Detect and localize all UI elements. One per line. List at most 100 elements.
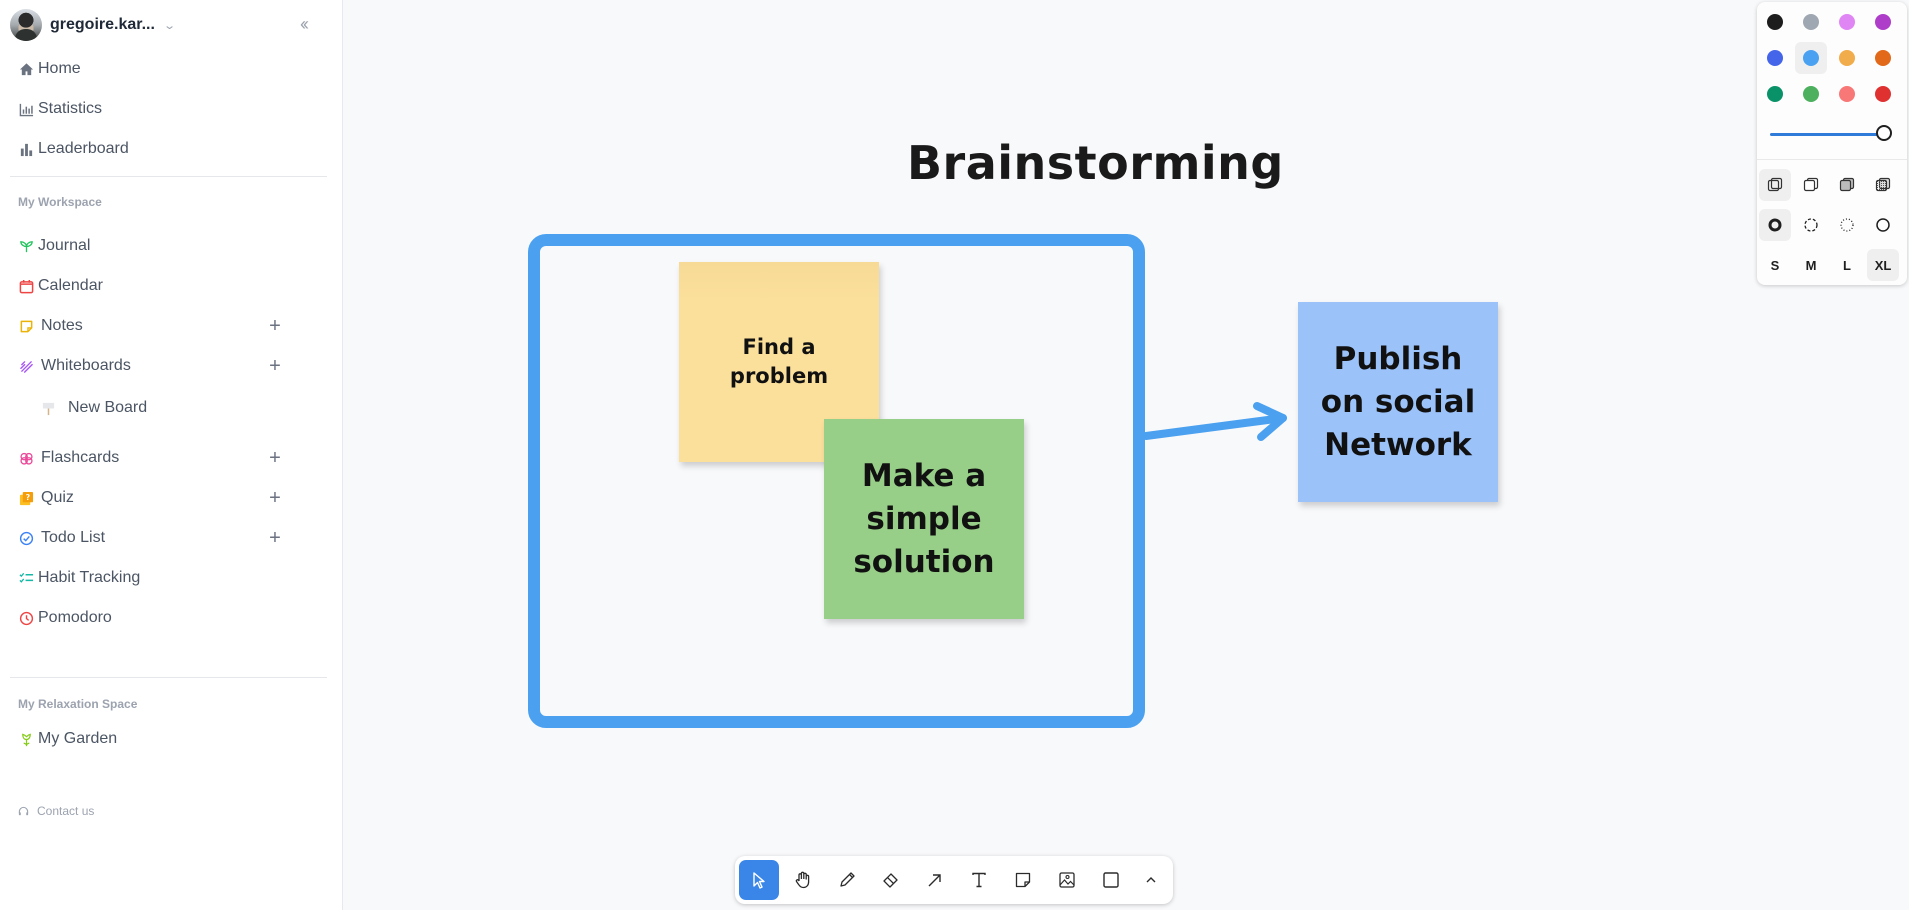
sidebar-item-quiz[interactable]: ? Quiz — [18, 486, 298, 510]
sidebar-item-flashcards[interactable]: Flashcards — [18, 446, 298, 470]
color-yellow[interactable] — [1831, 42, 1863, 74]
color-swatch — [1875, 50, 1891, 66]
sidebar-item-label: Calendar — [38, 277, 103, 294]
fill-none-option[interactable] — [1759, 169, 1791, 201]
tool-more[interactable] — [1131, 860, 1171, 900]
home-icon — [18, 61, 34, 77]
tool-rectangle[interactable] — [1091, 860, 1131, 900]
sidebar-item-pomodoro[interactable]: Pomodoro — [18, 606, 298, 630]
style-panel: S M L XL — [1757, 2, 1907, 285]
opacity-slider[interactable] — [1770, 133, 1878, 136]
tool-eraser[interactable] — [871, 860, 911, 900]
color-light-violet[interactable] — [1831, 6, 1863, 38]
color-light-red[interactable] — [1831, 78, 1863, 110]
sidebar-item-habit-tracking[interactable]: Habit Tracking — [18, 566, 298, 590]
cursor-icon — [753, 872, 765, 889]
svg-text:?: ? — [25, 492, 29, 501]
sidebar-item-label: Todo List — [41, 529, 106, 546]
headset-icon — [18, 806, 29, 817]
dash-solid-option[interactable] — [1867, 209, 1899, 241]
user-profile-menu[interactable]: gregoire.kar... ⌄ — [10, 9, 176, 41]
sidebar-item-journal[interactable]: Journal — [18, 234, 298, 258]
sidebar: gregoire.kar... ⌄ ‹‹ Home Statistics Lea… — [0, 0, 343, 910]
collapse-sidebar-button[interactable]: ‹‹ — [300, 14, 309, 34]
color-light-blue[interactable] — [1795, 42, 1827, 74]
tool-draw[interactable] — [827, 860, 867, 900]
color-orange[interactable] — [1867, 42, 1899, 74]
fill-solid-option[interactable] — [1831, 169, 1863, 201]
fill-semi-option[interactable] — [1795, 169, 1827, 201]
leaderboard-icon — [18, 141, 34, 157]
sidebar-item-my-garden[interactable]: My Garden — [18, 727, 298, 751]
size-s-option[interactable]: S — [1770, 257, 1780, 273]
frame-shape[interactable] — [528, 234, 1145, 728]
sticky-note-publish[interactable]: Publish on social Network — [1298, 302, 1498, 502]
sidebar-item-whiteboards[interactable]: Whiteboards — [18, 354, 298, 378]
add-quiz-button[interactable]: + — [269, 487, 281, 509]
arrow-icon — [928, 874, 941, 887]
color-black[interactable] — [1759, 6, 1791, 38]
sticky-note-simple-solution[interactable]: Make a simple solution — [824, 419, 1024, 619]
brain-icon — [18, 450, 34, 466]
add-whiteboard-button[interactable]: + — [269, 355, 281, 377]
contact-us-link[interactable]: Contact us — [18, 804, 94, 818]
color-swatch — [1839, 14, 1855, 30]
color-grey[interactable] — [1795, 6, 1827, 38]
color-swatch — [1839, 86, 1855, 102]
color-swatch — [1803, 14, 1819, 30]
calendar-icon — [18, 278, 34, 294]
sidebar-item-notes[interactable]: Notes — [18, 314, 298, 338]
sidebar-item-new-board[interactable]: New Board — [40, 396, 280, 420]
sidebar-item-label: New Board — [68, 399, 148, 416]
fill-pattern-icon — [1875, 177, 1891, 192]
color-red[interactable] — [1867, 78, 1899, 110]
sidebar-item-label: My Garden — [38, 730, 118, 747]
divider — [10, 677, 327, 678]
opacity-slider-thumb[interactable] — [1876, 125, 1892, 141]
tool-arrow[interactable] — [915, 860, 955, 900]
sidebar-item-leaderboard[interactable]: Leaderboard — [18, 137, 298, 161]
color-blue[interactable] — [1759, 42, 1791, 74]
sidebar-item-statistics[interactable]: Statistics — [18, 97, 298, 121]
tool-asset[interactable] — [1047, 860, 1087, 900]
color-light-green[interactable] — [1795, 78, 1827, 110]
username: gregoire.kar... — [50, 16, 155, 33]
tool-hand[interactable] — [783, 860, 823, 900]
flower-icon — [18, 731, 34, 747]
tool-note[interactable] — [1003, 860, 1043, 900]
tool-text[interactable] — [959, 860, 999, 900]
signpost-icon — [40, 400, 56, 416]
dash-dashed-option[interactable] — [1795, 209, 1827, 241]
hand-icon — [795, 871, 810, 889]
sidebar-item-label: Statistics — [38, 100, 103, 117]
size-xl-option[interactable]: XL — [1867, 249, 1899, 281]
add-note-button[interactable]: + — [269, 315, 281, 337]
color-swatch — [1767, 14, 1783, 30]
color-violet[interactable] — [1867, 6, 1899, 38]
add-todo-button[interactable]: + — [269, 527, 281, 549]
dash-draw-option[interactable] — [1759, 209, 1791, 241]
tool-select[interactable] — [739, 860, 779, 900]
color-swatch — [1875, 86, 1891, 102]
chevron-up-icon — [1146, 877, 1156, 883]
sidebar-item-label: Whiteboards — [41, 357, 131, 374]
size-l-option[interactable]: L — [1843, 257, 1851, 273]
section-label-workspace: My Workspace — [18, 195, 102, 209]
size-m-option[interactable]: M — [1805, 257, 1817, 273]
fill-pattern-option[interactable] — [1867, 169, 1899, 201]
chevron-down-icon: ⌄ — [163, 19, 176, 32]
color-swatch — [1767, 86, 1783, 102]
board-title[interactable]: Brainstorming — [907, 136, 1284, 190]
divider — [10, 176, 327, 177]
text-icon — [972, 872, 986, 888]
sticky-note-icon — [18, 318, 34, 334]
bar-chart-icon — [18, 101, 34, 117]
sidebar-item-home[interactable]: Home — [18, 57, 298, 81]
dash-dotted-option[interactable] — [1831, 209, 1863, 241]
sidebar-item-label: Habit Tracking — [38, 569, 141, 586]
color-green[interactable] — [1759, 78, 1791, 110]
sidebar-item-calendar[interactable]: Calendar — [18, 274, 298, 298]
sidebar-item-todo-list[interactable]: Todo List — [18, 526, 298, 550]
add-flashcard-button[interactable]: + — [269, 447, 281, 469]
quiz-icon: ? — [18, 490, 34, 506]
